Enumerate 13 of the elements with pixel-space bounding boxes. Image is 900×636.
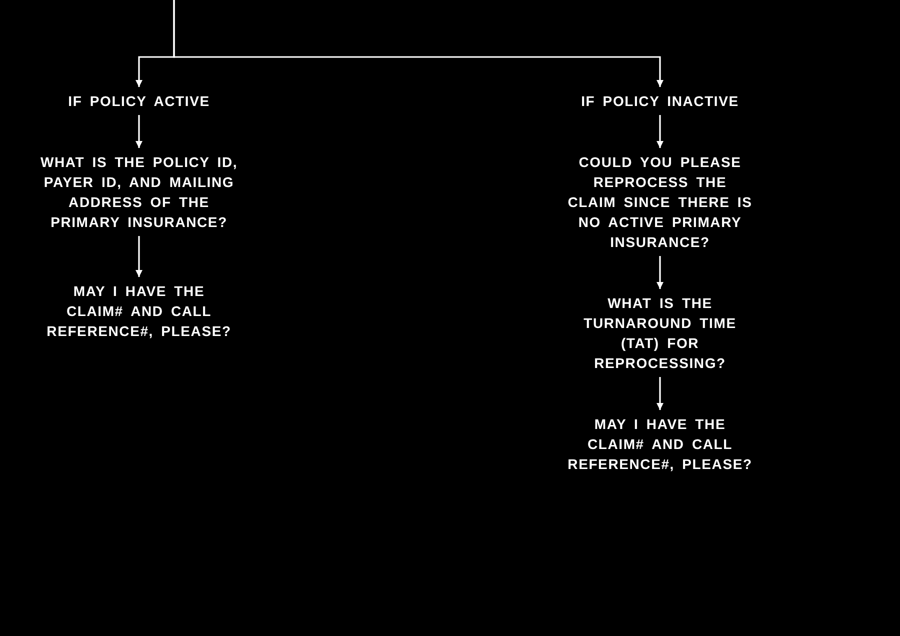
step-text: MAY I HAVE THE CLAIM# AND CALL REFERENCE#, PLEASE? <box>44 277 234 345</box>
step-text: WHAT IS THE POLICY ID, PAYER ID, AND MAILING ADDRESS OF THE PRIMARY INSURANCE? <box>36 148 242 236</box>
step-text: IF POLICY INACTIVE <box>565 87 755 115</box>
step-text: COULD YOU PLEASE REPROCESS THE CLAIM SINCE THERE IS NO ACTIVE PRIMARY INSURANCE? <box>567 148 753 256</box>
arrow <box>173 0 664 87</box>
arrow <box>656 377 664 410</box>
arrow <box>656 115 664 148</box>
arrow <box>136 236 142 277</box>
step-text: IF POLICY ACTIVE <box>44 87 234 115</box>
step-text: MAY I HAVE THE CLAIM# AND CALL REFERENCE#, PLEASE? <box>566 410 754 478</box>
arrow <box>136 115 142 148</box>
arrow <box>656 256 664 289</box>
step-text: WHAT IS THE TURNAROUND TIME (TAT) FOR REPROCESSING? <box>578 289 742 377</box>
